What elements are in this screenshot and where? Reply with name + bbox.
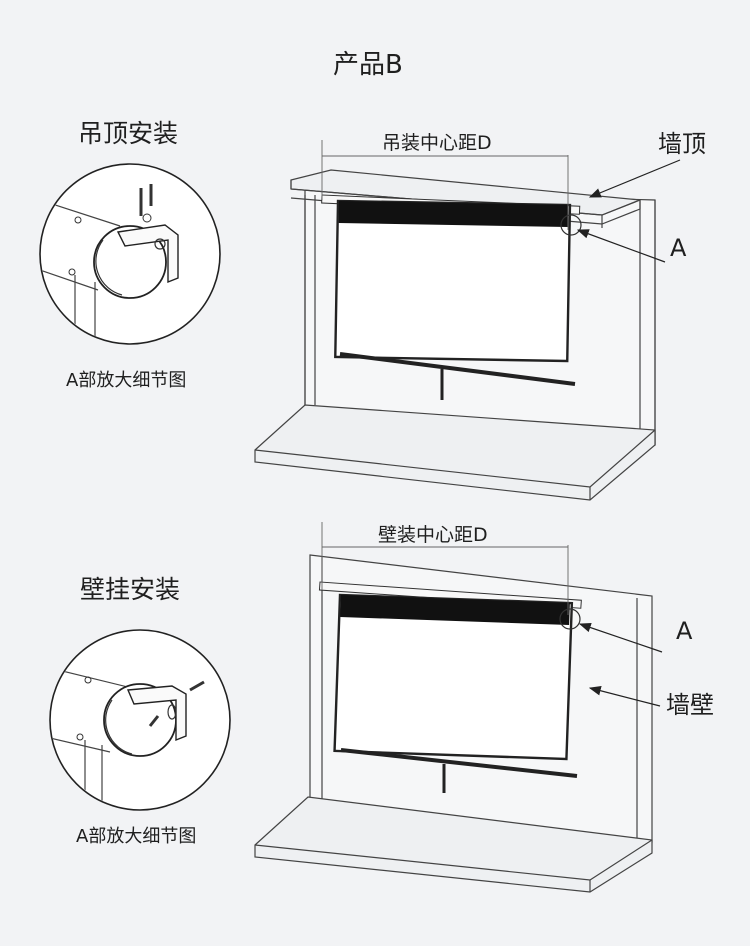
ceiling-screen-black-top (338, 201, 568, 227)
ceiling-detail-caption: A部放大细节图 (66, 370, 187, 391)
wall-floor-slab (254, 796, 653, 893)
wall-bottom-bar (340, 748, 578, 778)
wall-detail-caption: A部放大细节图 (76, 826, 197, 847)
wall-distance-label: 壁装中心距D (378, 524, 488, 546)
wall-marker-arrow (578, 622, 663, 653)
wall-marker-label: A (676, 617, 693, 645)
wall-screen-black-top (340, 594, 570, 625)
page-title: 产品B (333, 50, 403, 80)
ceiling-detail-view (39, 163, 221, 345)
ceiling-bottom-bar (339, 352, 576, 386)
ceiling-install-drawing (254, 140, 681, 501)
ceiling-marker-arrow (576, 229, 666, 263)
wall-install-drawing (254, 522, 663, 893)
wall-surface-arrow (588, 686, 661, 707)
ceiling-surface-arrow (588, 159, 681, 198)
ceiling-distance-label: 吊装中心距D (382, 132, 492, 154)
wall-section-label: 壁挂安装 (80, 575, 181, 604)
wall-marker-circle (559, 608, 581, 630)
ceiling-section-label: 吊顶安装 (78, 119, 179, 148)
ceiling-surface-label: 墙顶 (658, 130, 706, 158)
wall-detail-view (49, 629, 231, 811)
ceiling-marker-circle (560, 214, 582, 236)
ceiling-floor-slab (254, 404, 656, 501)
wall-surface-label: 墙壁 (666, 691, 714, 719)
ceiling-marker-label: A (670, 234, 687, 262)
